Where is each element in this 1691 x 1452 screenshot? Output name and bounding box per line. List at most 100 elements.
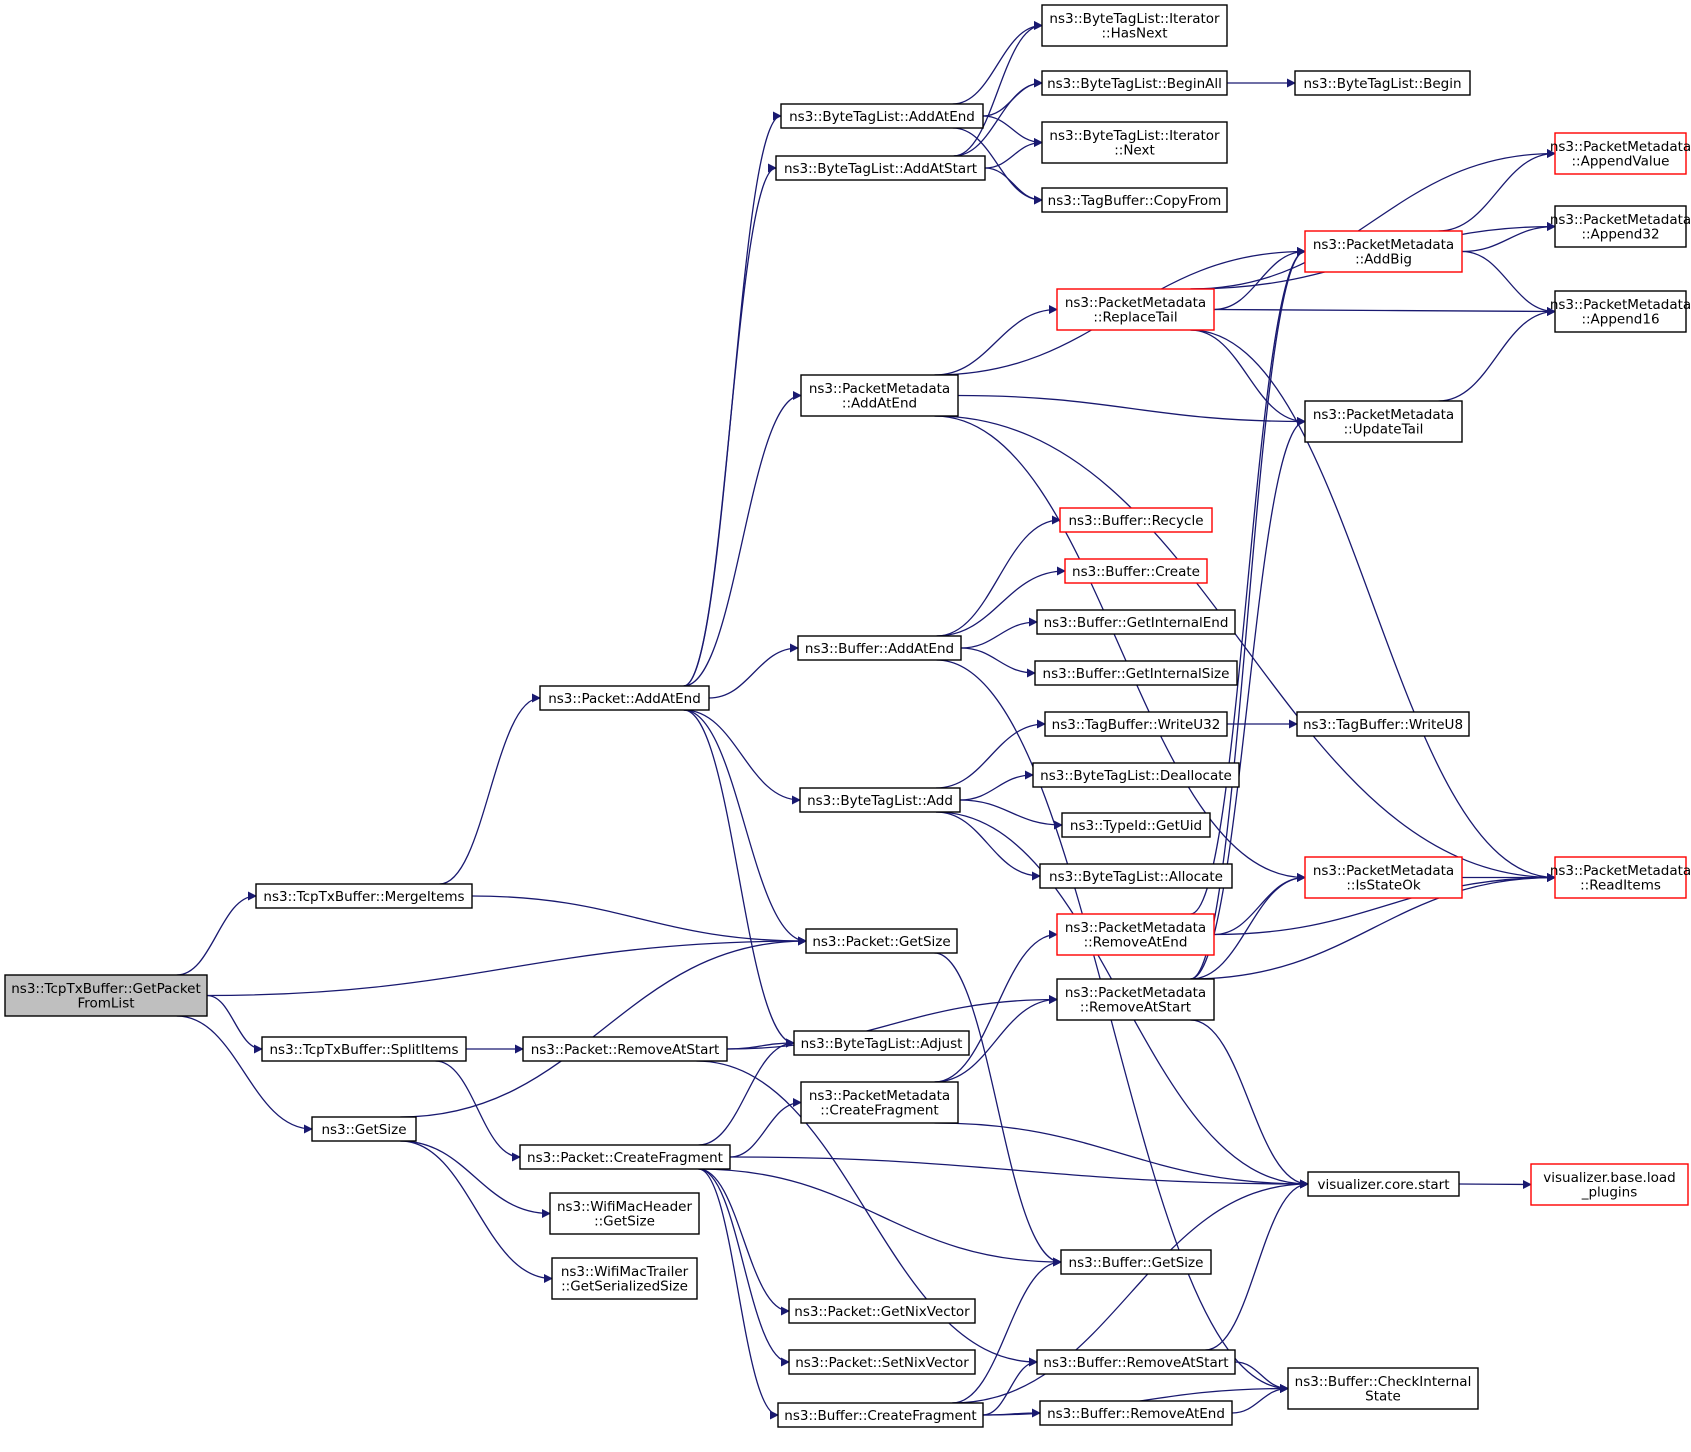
node-pm-add-big[interactable]: ns3::PacketMetadata::AddBig	[1304, 230, 1463, 273]
node-box	[1044, 711, 1228, 737]
node-label-line: ::GetSerializedSize	[561, 1279, 688, 1295]
node-label-line: ns3::TcpTxBuffer::GetPacket	[11, 981, 201, 997]
node-pm-append16[interactable]: ns3::PacketMetadata::Append16	[1550, 290, 1691, 333]
node-visualizer-core-start[interactable]: visualizer.core.start	[1307, 1171, 1460, 1197]
edge-pm-create-fragment-to-visualizer-core-start	[934, 1122, 1309, 1189]
node-label-line: ns3::ByteTagList::Begin	[1303, 76, 1461, 92]
node-label-line: ns3::PacketMetadata	[1065, 295, 1206, 311]
node-label-line: ::HasNext	[1101, 26, 1167, 42]
edge-pm-add-big-to-pm-append16	[1461, 250, 1556, 316]
node-packet-get-nix-vector[interactable]: ns3::Packet::GetNixVector	[788, 1298, 976, 1324]
node-label-line: ns3::TagBuffer::WriteU8	[1303, 717, 1463, 733]
node-pm-add-at-end[interactable]: ns3::PacketMetadata::AddAtEnd	[800, 374, 959, 417]
node-pm-create-fragment[interactable]: ns3::PacketMetadata::CreateFragment	[800, 1081, 959, 1124]
node-btl-deallocate[interactable]: ns3::ByteTagList::Deallocate	[1032, 762, 1240, 788]
node-packet-remove-at-start[interactable]: ns3::Packet::RemoveAtStart	[522, 1036, 728, 1062]
node-buffer-remove-at-end[interactable]: ns3::Buffer::RemoveAtEnd	[1039, 1400, 1233, 1426]
node-pm-update-tail[interactable]: ns3::PacketMetadata::UpdateTail	[1304, 400, 1463, 443]
node-label-line: ::RemoveAtStart	[1080, 1000, 1191, 1016]
node-label-line: ::ReadItems	[1580, 878, 1661, 894]
node-wifi-mac-trailer-get-serialized-size[interactable]: ns3::WifiMacTrailer::GetSerializedSize	[551, 1257, 698, 1300]
node-type-id-get-uid[interactable]: ns3::TypeId::GetUid	[1061, 812, 1211, 838]
node-pm-is-state-ok[interactable]: ns3::PacketMetadata::IsStateOk	[1304, 856, 1463, 899]
node-buffer-remove-at-start[interactable]: ns3::Buffer::RemoveAtStart	[1036, 1349, 1236, 1375]
edge-pm-add-at-end-to-pm-replace-tail	[934, 305, 1058, 376]
node-pm-remove-at-end[interactable]: ns3::PacketMetadata::RemoveAtEnd	[1056, 913, 1215, 956]
node-box	[1060, 1249, 1212, 1275]
node-packet-set-nix-vector[interactable]: ns3::Packet::SetNixVector	[788, 1349, 976, 1375]
nodes-layer: ns3::TcpTxBuffer::GetPacketFromListns3::…	[4, 4, 1691, 1428]
node-box	[539, 685, 710, 711]
node-btl-add-at-start[interactable]: ns3::ByteTagList::AddAtStart	[775, 155, 986, 181]
edge-root-to-split-items	[206, 994, 263, 1054]
node-buffer-create-fragment[interactable]: ns3::Buffer::CreateFragment	[777, 1402, 984, 1428]
edge-packet-create-fragment-to-buffer-get-size	[698, 1168, 1062, 1267]
node-buffer-get-internal-end[interactable]: ns3::Buffer::GetInternalEnd	[1036, 609, 1236, 635]
node-label-line: ns3::TcpTxBuffer::MergeItems	[263, 889, 464, 905]
edge-btl-add-to-tag-buffer-write-u32	[935, 719, 1046, 789]
edge-pm-remove-at-start-to-visualizer-core-start	[1190, 1019, 1309, 1189]
node-box	[1061, 812, 1211, 838]
edge-pm-replace-tail-to-pm-read-items	[1190, 329, 1556, 882]
node-label-line: ns3::ByteTagList::Deallocate	[1040, 768, 1232, 784]
node-buffer-get-internal-size[interactable]: ns3::Buffer::GetInternalSize	[1034, 660, 1238, 686]
node-get-size-global[interactable]: ns3::GetSize	[311, 1116, 417, 1142]
node-btl-begin[interactable]: ns3::ByteTagList::Begin	[1294, 70, 1471, 96]
node-box	[1034, 660, 1238, 686]
node-label-line: ns3::ByteTagList::Adjust	[801, 1036, 963, 1052]
node-label-line: ns3::Buffer::RemoveAtEnd	[1047, 1406, 1225, 1422]
node-pm-remove-at-start[interactable]: ns3::PacketMetadata::RemoveAtStart	[1056, 978, 1215, 1021]
node-label-line: ns3::Packet::AddAtEnd	[548, 691, 701, 707]
node-pm-append-value[interactable]: ns3::PacketMetadata::AppendValue	[1550, 132, 1691, 175]
edge-packet-add-at-end-to-btl-add-at-start	[683, 163, 777, 687]
edge-pm-add-at-end-to-pm-update-tail	[957, 394, 1306, 426]
node-label-line: ::CreateFragment	[820, 1103, 938, 1119]
node-label-line: visualizer.base.load	[1543, 1170, 1675, 1186]
node-label-line: ns3::Buffer::GetSize	[1069, 1255, 1204, 1271]
node-tag-buffer-copy-from[interactable]: ns3::TagBuffer::CopyFrom	[1041, 187, 1228, 213]
node-label-line: ns3::ByteTagList::Iterator	[1049, 11, 1220, 27]
node-box	[1041, 4, 1228, 47]
node-btl-add-at-end[interactable]: ns3::ByteTagList::AddAtEnd	[780, 103, 984, 129]
edge-packet-add-at-end-to-buffer-add-at-end	[708, 643, 799, 699]
node-label-line: ::IsStateOk	[1346, 878, 1420, 894]
node-pm-read-items[interactable]: ns3::PacketMetadata::ReadItems	[1550, 856, 1691, 899]
node-wifi-mac-header-get-size[interactable]: ns3::WifiMacHeader::GetSize	[549, 1192, 700, 1235]
node-buffer-get-size[interactable]: ns3::Buffer::GetSize	[1060, 1249, 1212, 1275]
node-split-items[interactable]: ns3::TcpTxBuffer::SplitItems	[261, 1036, 467, 1062]
node-btl-add[interactable]: ns3::ByteTagList::Add	[799, 787, 961, 813]
node-box	[800, 1081, 959, 1124]
node-label-line: ns3::TcpTxBuffer::SplitItems	[270, 1042, 459, 1058]
node-merge-items[interactable]: ns3::TcpTxBuffer::MergeItems	[255, 883, 473, 909]
node-packet-get-size[interactable]: ns3::Packet::GetSize	[805, 928, 958, 954]
node-buffer-create[interactable]: ns3::Buffer::Create	[1064, 558, 1208, 584]
node-box	[800, 374, 959, 417]
node-label-line: ns3::Buffer::AddAtEnd	[805, 641, 954, 657]
node-pm-replace-tail[interactable]: ns3::PacketMetadata::ReplaceTail	[1056, 288, 1215, 331]
edge-pm-remove-at-start-to-pm-is-state-ok	[1190, 873, 1306, 980]
node-label-line: ns3::Buffer::CheckInternal	[1295, 1374, 1472, 1390]
edge-pm-remove-at-end-to-pm-read-items	[1213, 873, 1556, 936]
node-buffer-add-at-end[interactable]: ns3::Buffer::AddAtEnd	[797, 635, 962, 661]
node-btl-iter-next[interactable]: ns3::ByteTagList::Iterator::Next	[1041, 121, 1228, 164]
node-packet-create-fragment[interactable]: ns3::Packet::CreateFragment	[519, 1144, 731, 1170]
node-box	[522, 1036, 728, 1062]
node-box	[551, 1257, 698, 1300]
node-buffer-recycle[interactable]: ns3::Buffer::Recycle	[1059, 507, 1213, 533]
node-btl-adjust[interactable]: ns3::ByteTagList::Adjust	[793, 1030, 970, 1056]
node-label-line: ns3::PacketMetadata	[809, 381, 950, 397]
node-btl-begin-all[interactable]: ns3::ByteTagList::BeginAll	[1041, 70, 1228, 96]
edge-root-to-get-size-global	[176, 1015, 313, 1134]
node-label-line: ns3::ByteTagList::Allocate	[1049, 869, 1223, 885]
node-packet-add-at-end[interactable]: ns3::Packet::AddAtEnd	[539, 685, 710, 711]
node-box	[1554, 856, 1687, 899]
node-btl-iter-has-next[interactable]: ns3::ByteTagList::Iterator::HasNext	[1041, 4, 1228, 47]
node-pm-append32[interactable]: ns3::PacketMetadata::Append32	[1550, 205, 1691, 248]
node-tag-buffer-write-u32[interactable]: ns3::TagBuffer::WriteU32	[1044, 711, 1228, 737]
node-box	[1554, 132, 1687, 175]
node-tag-buffer-write-u8[interactable]: ns3::TagBuffer::WriteU8	[1296, 711, 1470, 737]
node-visualizer-load-plugins[interactable]: visualizer.base.load_plugins	[1530, 1163, 1689, 1206]
node-btl-allocate[interactable]: ns3::ByteTagList::Allocate	[1039, 863, 1233, 889]
